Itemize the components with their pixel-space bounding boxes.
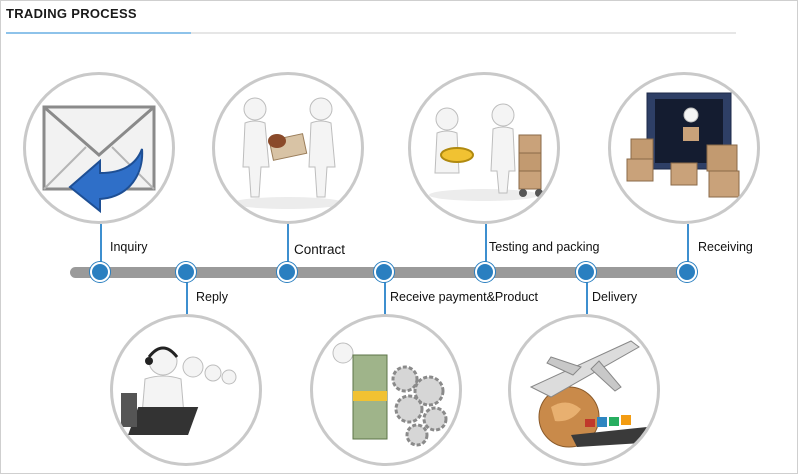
stem-receiving [687,224,689,264]
step-image-contract [212,72,364,224]
stem-testing-packing [485,224,487,264]
timeline-dot-inquiry [90,262,110,282]
step-label-inquiry: Inquiry [110,240,148,254]
plane-globe-ship-icon [529,340,647,448]
step-label-receive-payment: Receive payment&Product [390,290,538,304]
stem-inquiry [100,224,102,264]
inspection-packing-icon [429,103,543,201]
step-label-receiving: Receiving [698,240,753,254]
call-center-icon [121,346,237,435]
stem-delivery [586,280,588,314]
timeline-dot-receive-payment [374,262,394,282]
step-label-contract: Contract [294,242,346,257]
step-image-testing-packing [408,72,560,224]
step-label-delivery: Delivery [592,290,638,304]
step-image-reply [110,314,262,466]
step-label-reply: Reply [196,290,228,304]
stem-receive-payment [384,280,386,314]
envelope-reply-icon [42,105,156,214]
timeline-dot-reply [176,262,196,282]
step-image-delivery [508,314,660,466]
step-image-inquiry [23,72,175,224]
timeline-dot-testing-packing [475,262,495,282]
handshake-stamp-icon [233,97,343,209]
title-divider-accent [6,32,191,34]
stem-reply [186,280,188,314]
timeline-dot-receiving [677,262,697,282]
stem-contract [287,206,289,264]
page-title: TRADING PROCESS [6,6,137,21]
step-label-testing-packing: Testing and packing [489,240,600,254]
container-boxes-icon [626,92,740,198]
timeline-dot-delivery [576,262,596,282]
title-divider [6,32,736,34]
step-image-receive-payment [310,314,462,466]
money-gears-icon [332,342,448,447]
timeline-dot-contract [277,262,297,282]
step-image-receiving [608,72,760,224]
